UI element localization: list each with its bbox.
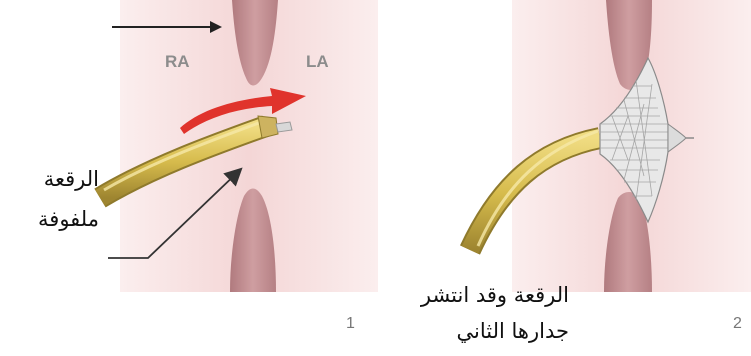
panel-2-annotation-line-1: الرقعة وقد انتشر [421,282,569,308]
panel-2-number: 2 [733,315,742,332]
panel-1-annotation-line-2: ملفوفة [38,206,99,232]
panel-1: RA LA 1 [100,0,378,332]
chamber-label-la: LA [306,52,329,71]
chamber-label-ra: RA [165,52,190,71]
panel-1-number: 1 [346,315,355,332]
panel-1-annotation-line-1: الرقعة [44,166,99,192]
panel-2-annotation-line-2: جدارها الثاني [457,318,569,344]
